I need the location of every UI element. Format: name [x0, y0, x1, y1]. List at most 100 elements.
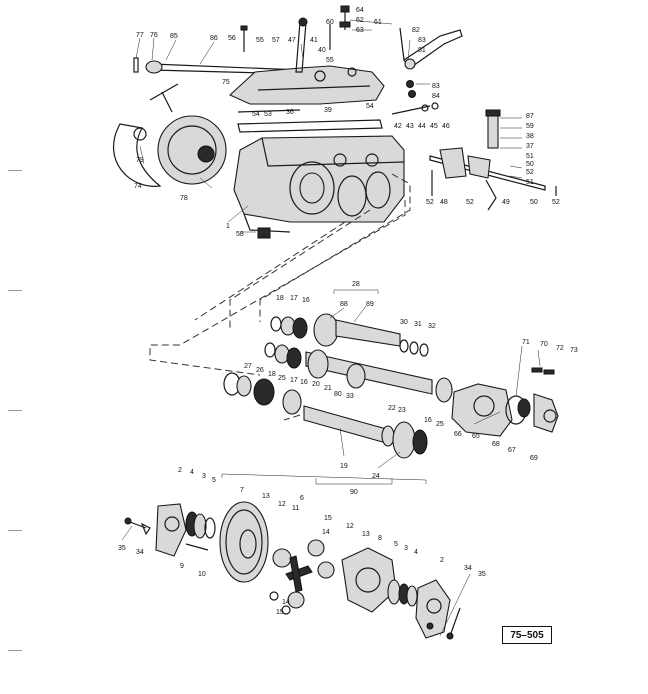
differential-group [124, 473, 461, 640]
counter-shaft [305, 351, 433, 395]
part-labels: 77 76 85 86 56 55 57 47 41 40 60 64 62 6… [118, 7, 578, 616]
label-83b: 83 [432, 83, 440, 90]
lever-clip [133, 57, 139, 73]
label-12: 12 [278, 501, 286, 508]
label-17b: 17 [290, 377, 298, 384]
label-25: 25 [278, 375, 286, 382]
label-27: 27 [244, 363, 252, 370]
label-50b: 50 [530, 199, 538, 206]
label-55b: 55 [326, 57, 334, 64]
label-58: 58 [236, 231, 244, 238]
label-46: 46 [442, 123, 450, 130]
label-81: 81 [418, 47, 426, 54]
label-76: 76 [150, 32, 158, 39]
label-34: 34 [136, 549, 144, 556]
label-62: 62 [356, 17, 364, 24]
label-21: 21 [324, 385, 332, 392]
label-87: 87 [526, 113, 534, 120]
scan-mark [8, 290, 22, 291]
label-22: 22 [388, 405, 396, 412]
scan-mark [8, 170, 22, 171]
label-15b: 15 [276, 609, 284, 616]
leader-lines [121, 19, 541, 637]
reference-code-box: 75–505 [502, 626, 552, 644]
ring-gear [219, 501, 269, 583]
label-54b: 54 [366, 103, 374, 110]
label-55: 55 [256, 37, 264, 44]
label-33: 33 [346, 393, 354, 400]
label-72: 72 [556, 345, 564, 352]
label-5: 5 [212, 477, 216, 484]
label-32: 32 [428, 323, 436, 330]
label-14b: 14 [282, 599, 290, 606]
label-23: 23 [398, 407, 406, 414]
label-40: 40 [318, 47, 326, 54]
label-90: 90 [350, 489, 358, 496]
top-cover [229, 65, 385, 105]
shaft-assembly-group [223, 289, 559, 485]
label-54: 54 [252, 111, 260, 118]
label-41: 41 [310, 37, 318, 44]
label-63: 63 [356, 27, 364, 34]
scan-mark [8, 410, 22, 411]
label-13b: 13 [362, 531, 370, 538]
label-83: 83 [418, 37, 426, 44]
shift-rail [429, 155, 546, 191]
label-50: 50 [526, 161, 534, 168]
label-3: 3 [202, 473, 206, 480]
label-82: 82 [412, 27, 420, 34]
label-4: 4 [190, 469, 194, 476]
label-28: 28 [352, 281, 360, 288]
diff-cap-right [415, 579, 451, 639]
gear-24 [392, 421, 416, 459]
label-39: 39 [324, 107, 332, 114]
label-80: 80 [334, 391, 342, 398]
label-84: 84 [432, 93, 440, 100]
label-14: 14 [322, 529, 330, 536]
label-15: 15 [324, 515, 332, 522]
planet-gear-d [317, 561, 335, 579]
label-19: 19 [340, 463, 348, 470]
shift-fork [439, 147, 467, 179]
drain-plug [257, 227, 271, 239]
selector-rod [487, 111, 499, 149]
alignment-guides [149, 173, 411, 421]
label-52c: 52 [466, 199, 474, 206]
label-6: 6 [300, 495, 304, 502]
shift-lever [295, 21, 307, 73]
label-73: 73 [570, 347, 578, 354]
planet-gear-c [287, 591, 305, 609]
diff-case [341, 547, 397, 613]
scan-mark [8, 530, 22, 531]
label-1: 1 [226, 223, 230, 230]
label-64: 64 [356, 7, 364, 14]
label-2: 2 [178, 467, 182, 474]
label-61: 61 [374, 19, 382, 26]
label-13: 13 [262, 493, 270, 500]
label-48: 48 [440, 199, 448, 206]
label-70: 70 [540, 341, 548, 348]
label-68: 68 [492, 441, 500, 448]
label-36: 36 [286, 109, 294, 116]
label-16b: 16 [300, 379, 308, 386]
label-7: 7 [240, 487, 244, 494]
label-38: 38 [526, 133, 534, 140]
label-57: 57 [272, 37, 280, 44]
label-10: 10 [198, 571, 206, 578]
label-18b: 18 [268, 371, 276, 378]
label-12b: 12 [346, 523, 354, 530]
main-shaft-89 [335, 319, 401, 347]
label-16: 16 [302, 297, 310, 304]
label-60: 60 [326, 19, 334, 26]
label-52d: 52 [552, 199, 560, 206]
gasket [237, 119, 383, 133]
label-5b: 5 [394, 541, 398, 548]
label-17: 17 [290, 295, 298, 302]
label-43: 43 [406, 123, 414, 130]
label-67: 67 [508, 447, 516, 454]
label-25b: 25 [436, 421, 444, 428]
label-20: 20 [312, 381, 320, 388]
label-75: 75 [222, 79, 230, 86]
output-flange [533, 393, 559, 433]
lever-end [145, 60, 163, 74]
